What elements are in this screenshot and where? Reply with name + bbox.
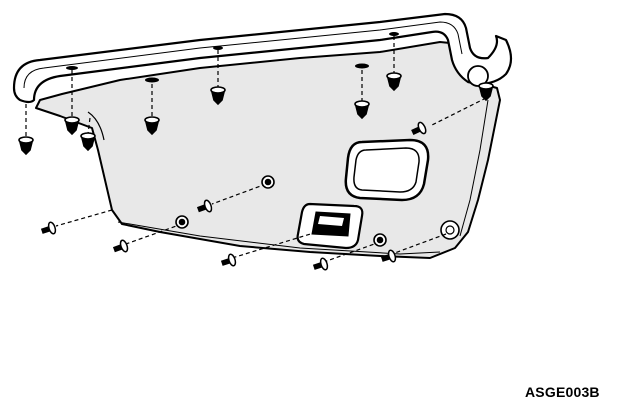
screw: [112, 239, 129, 253]
clip: [354, 100, 370, 120]
panel-inner-contour: [87, 111, 105, 141]
clip: [18, 136, 34, 156]
clip: [478, 82, 494, 102]
figure-reference-code: ASGE003B: [525, 384, 600, 400]
garnish-inner-line: [23, 21, 463, 89]
clip-receivers: [66, 32, 399, 83]
window-opening: [344, 138, 430, 202]
screw: [196, 199, 213, 213]
trim-panel: [35, 41, 501, 259]
clips: [18, 72, 494, 156]
clip: [386, 72, 402, 92]
screw: [40, 221, 57, 235]
screw: [411, 121, 427, 136]
lower-right-boss: [440, 220, 460, 240]
upper-garnish: [12, 12, 513, 104]
panel-bottom-edge: [117, 221, 441, 255]
grommets: [175, 175, 387, 247]
clip: [80, 132, 96, 152]
leader-lines: [25, 36, 487, 263]
upper-right-ring: [467, 65, 489, 87]
clip: [210, 86, 226, 106]
screws: [40, 121, 427, 271]
screw: [312, 257, 329, 271]
screw: [220, 253, 237, 267]
screw: [380, 249, 397, 263]
clip: [144, 116, 160, 136]
panel-right-contour: [459, 99, 489, 237]
pull-handle-recess: [296, 202, 364, 250]
clip: [64, 116, 80, 136]
